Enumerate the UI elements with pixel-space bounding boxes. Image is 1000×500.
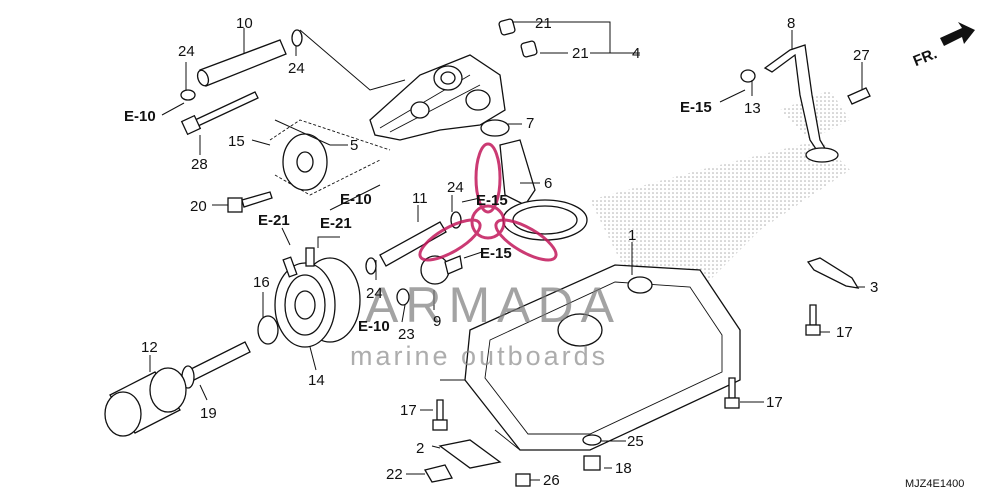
callout-24a: 24 bbox=[178, 43, 195, 60]
oil-level-gauge bbox=[763, 44, 839, 163]
callout-1: 1 bbox=[628, 227, 636, 244]
union-bolt bbox=[396, 255, 463, 306]
callout-25: 25 bbox=[627, 433, 644, 450]
ref-e15-strainer: E-15 bbox=[476, 192, 508, 209]
callout-12: 12 bbox=[141, 339, 158, 356]
callout-15: 15 bbox=[228, 133, 245, 150]
ref-e10-low: E-10 bbox=[358, 318, 390, 335]
filter-center-bolt bbox=[181, 341, 251, 389]
dowel-pipe bbox=[196, 39, 287, 87]
flange-bolt bbox=[180, 91, 259, 136]
ref-e10-mid: E-10 bbox=[340, 191, 372, 208]
front-direction-arrow bbox=[940, 22, 975, 46]
drive-chain bbox=[269, 119, 391, 196]
ref-e15-gauge: E-15 bbox=[680, 99, 712, 116]
oil-pump-assembly bbox=[369, 18, 538, 141]
callout-9: 9 bbox=[433, 313, 441, 330]
callout-17a: 17 bbox=[836, 324, 853, 341]
gauge-o-ring bbox=[740, 69, 756, 83]
callout-2: 2 bbox=[416, 440, 424, 457]
callout-17c: 17 bbox=[400, 402, 417, 419]
ref-e10-top: E-10 bbox=[124, 108, 156, 125]
oil-cooler bbox=[274, 247, 361, 348]
drain-bolt bbox=[515, 434, 602, 487]
bolt-twenty bbox=[227, 191, 273, 213]
clamp bbox=[424, 464, 453, 483]
harness-stay bbox=[806, 257, 860, 289]
watermark-propeller-logo bbox=[418, 142, 558, 262]
diagram-code: MJZ4E1400 bbox=[905, 478, 964, 490]
front-direction-label: FR. bbox=[911, 45, 940, 70]
callout-24c: 24 bbox=[447, 179, 464, 196]
strainer-seal bbox=[480, 119, 510, 137]
callout-4: 4 bbox=[632, 45, 640, 62]
callout-16: 16 bbox=[253, 274, 270, 291]
watermark: ARMADA marine outboards bbox=[350, 142, 621, 371]
ref-e15-bolt: E-15 bbox=[480, 245, 512, 262]
pan-gasket bbox=[438, 439, 502, 469]
callout-8: 8 bbox=[787, 15, 795, 32]
callout-21b: 21 bbox=[572, 45, 589, 62]
ref-e21-left: E-21 bbox=[258, 212, 290, 229]
callout-20: 20 bbox=[190, 198, 207, 215]
callout-27: 27 bbox=[853, 47, 870, 64]
section-references: E-10 E-10 E-10 E-15 E-15 E-15 E-21 E-21 bbox=[124, 99, 712, 335]
leader-lines bbox=[149, 21, 865, 481]
callout-17b: 17 bbox=[766, 394, 783, 411]
callout-5: 5 bbox=[350, 137, 358, 154]
callout-24d: 24 bbox=[366, 285, 383, 302]
callout-13: 13 bbox=[744, 100, 761, 117]
watermark-brand: ARMADA bbox=[365, 277, 621, 333]
callout-23: 23 bbox=[398, 326, 415, 343]
callout-22: 22 bbox=[386, 466, 403, 483]
callout-19: 19 bbox=[200, 405, 217, 422]
watermark-tagline: marine outboards bbox=[350, 341, 608, 371]
cooler-o-ring bbox=[257, 315, 279, 345]
callout-14: 14 bbox=[308, 372, 325, 389]
callout-24b: 24 bbox=[288, 60, 305, 77]
oil-pan-bolt bbox=[432, 304, 821, 431]
callout-21a: 21 bbox=[535, 15, 552, 32]
callout-11: 11 bbox=[412, 190, 428, 207]
o-ring-small bbox=[180, 29, 303, 101]
callout-3: 3 bbox=[870, 279, 878, 296]
oil-filter bbox=[104, 367, 187, 437]
callout-18: 18 bbox=[615, 460, 632, 477]
callout-26: 26 bbox=[543, 472, 560, 489]
callout-10: 10 bbox=[236, 15, 253, 32]
oil-pan bbox=[440, 264, 741, 451]
callout-28: 28 bbox=[191, 156, 208, 173]
ref-e21-right: E-21 bbox=[320, 215, 352, 232]
gauge-bolt bbox=[847, 87, 871, 105]
callout-7: 7 bbox=[526, 115, 534, 132]
callout-6: 6 bbox=[544, 175, 552, 192]
callout-labels: 1 2 3 4 5 6 7 8 9 10 11 12 13 14 15 16 1… bbox=[141, 15, 878, 489]
